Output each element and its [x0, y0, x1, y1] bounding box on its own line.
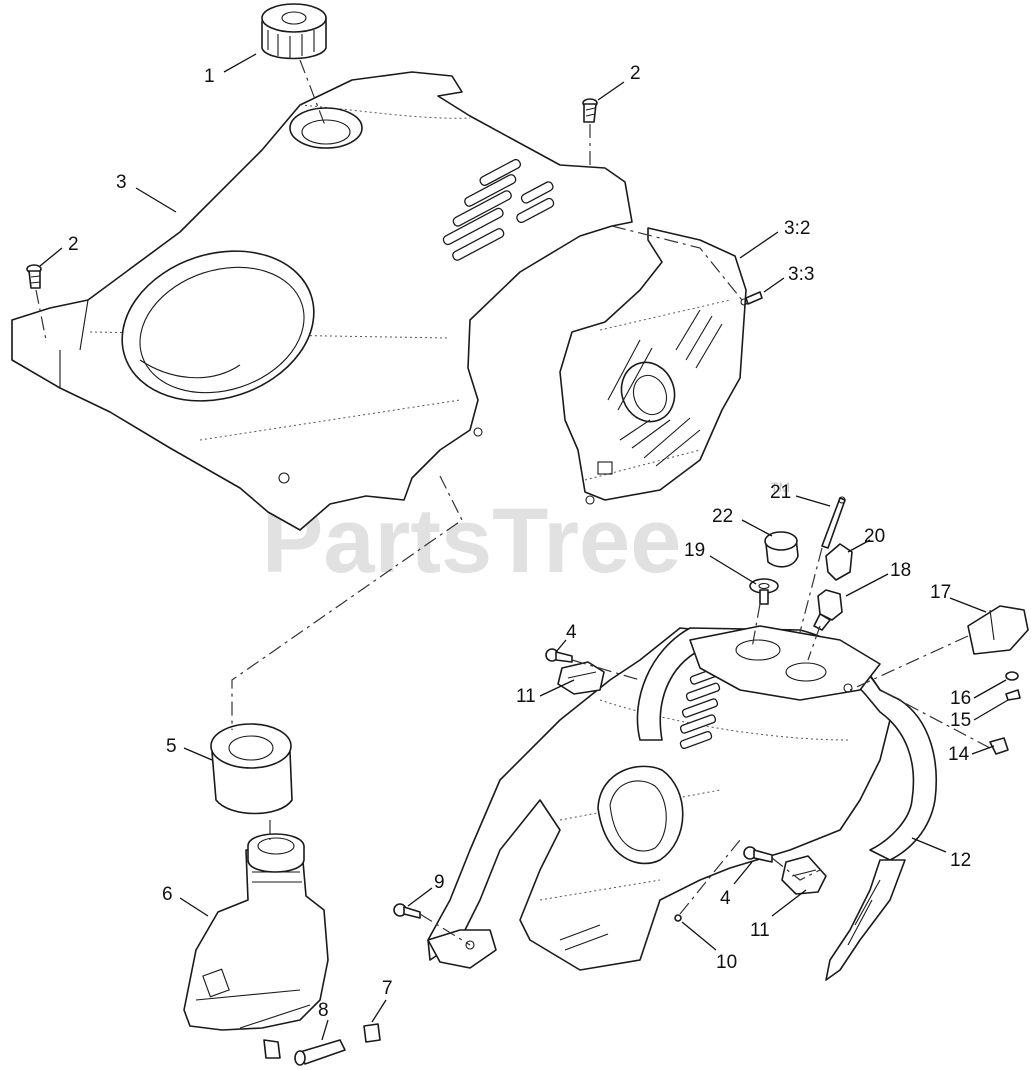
part-9-screw[interactable]	[393, 903, 421, 919]
part-20-ignition-key[interactable]	[825, 543, 853, 581]
callout-4-lower: 4	[720, 888, 731, 909]
part-2-screw-left[interactable]	[26, 264, 42, 289]
watermark-brand: PartsTree	[262, 490, 681, 592]
callout-9: 9	[434, 872, 445, 893]
part-4-bolt-lower[interactable]	[743, 846, 773, 863]
callout-20: 20	[864, 526, 885, 547]
part-15-screw[interactable]	[1005, 689, 1021, 701]
callout-18: 18	[890, 560, 911, 581]
callout-7: 7	[382, 978, 393, 999]
part-11-clip-upper[interactable]	[557, 661, 605, 695]
part-18-ignition-switch[interactable]	[813, 589, 843, 631]
part-22-knob[interactable]	[764, 531, 799, 568]
callout-2-left: 2	[68, 234, 79, 255]
part-3-3-screw[interactable]	[740, 291, 763, 306]
callout-19: 19	[684, 540, 705, 561]
callout-8: 8	[318, 1000, 329, 1021]
callout-22: 22	[712, 506, 733, 527]
watermark: PartsTree TM	[262, 479, 790, 592]
callout-14: 14	[948, 744, 970, 765]
callout-4-upper: 4	[566, 622, 577, 643]
callout-6: 6	[162, 884, 173, 905]
callout-3-3: 3:3	[788, 264, 814, 285]
part-21-cable[interactable]	[821, 496, 846, 549]
callout-15: 15	[950, 710, 971, 731]
part-14-clip[interactable]	[989, 737, 1009, 755]
callout-17: 17	[930, 582, 951, 603]
callout-3: 3	[116, 172, 127, 193]
part-17-handle-grip[interactable]	[967, 605, 1029, 655]
callout-11-upper: 11	[516, 686, 536, 707]
part-8-fuel-hose[interactable]	[263, 1039, 346, 1066]
part-6-fuel-tank[interactable]	[183, 833, 329, 1031]
assembly-lines	[35, 59, 991, 946]
callout-10: 10	[716, 952, 737, 973]
callout-5: 5	[166, 736, 177, 757]
part-10-pin[interactable]	[674, 914, 682, 922]
callout-12: 12	[950, 850, 971, 871]
callout-labels: 1 2 3 2 3:2 3:3 5 6 7 8 9 10 11 11 4 4 1…	[68, 63, 971, 1021]
part-7-hose-clamp[interactable]	[363, 1023, 381, 1043]
part-5-grommet[interactable]	[210, 723, 293, 815]
part-12-lower-console[interactable]	[427, 625, 938, 981]
callout-1: 1	[204, 66, 215, 87]
callout-16: 16	[950, 688, 971, 709]
part-11-clip-lower[interactable]	[781, 855, 827, 895]
callout-21: 21	[770, 482, 791, 503]
leader-lines	[39, 53, 1009, 1041]
callout-11-lower: 11	[750, 920, 770, 941]
part-4-bolt-upper[interactable]	[545, 648, 573, 663]
part-3-top-shroud[interactable]	[11, 71, 633, 531]
part-1-fuel-cap[interactable]	[261, 3, 327, 60]
part-2-screw-top[interactable]	[582, 98, 598, 123]
part-19-washer[interactable]	[749, 578, 779, 605]
watermark-trademark: TM	[770, 479, 790, 495]
part-3-2-side-panel[interactable]	[559, 227, 747, 505]
callout-3-2: 3:2	[784, 218, 810, 239]
callout-2-top: 2	[630, 63, 641, 84]
part-16-washer[interactable]	[1005, 671, 1019, 681]
